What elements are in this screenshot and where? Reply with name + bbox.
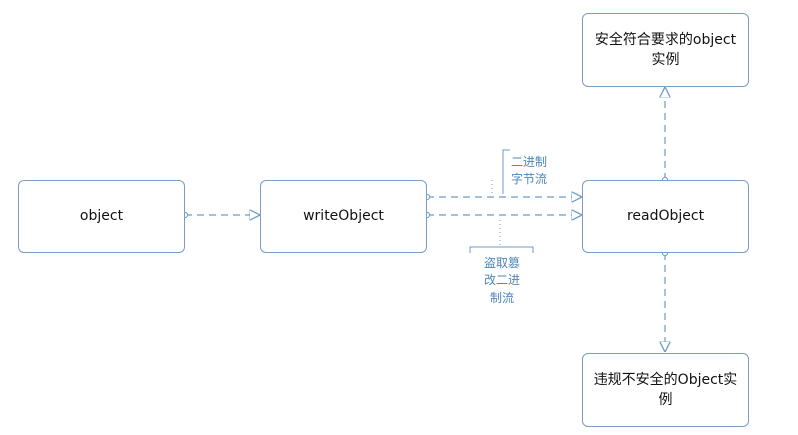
writeobject-node-label: writeObject bbox=[303, 208, 384, 225]
writeobject-node[interactable]: writeObject bbox=[260, 180, 427, 253]
readobject-node[interactable]: readObject bbox=[582, 180, 749, 253]
note-bracket-binary bbox=[491, 149, 510, 196]
safe-instance-node-label: 安全符合要求的object 实例 bbox=[594, 31, 737, 68]
arrow-binary-stream bbox=[423, 194, 581, 199]
arrow-tampered-stream bbox=[423, 212, 581, 217]
arrow-readobject-to-safe bbox=[662, 88, 667, 184]
unsafe-instance-node-label: 违规不安全的Object实 例 bbox=[593, 371, 738, 408]
readobject-node-label: readObject bbox=[626, 208, 705, 225]
note-bracket-tampered bbox=[469, 220, 534, 253]
binary-stream-note: 二进制 字节流 bbox=[510, 155, 547, 187]
object-node-label: object bbox=[79, 208, 124, 225]
unsafe-instance-node[interactable]: 违规不安全的Object实 例 bbox=[582, 353, 749, 427]
arrow-object-to-writeobject bbox=[181, 212, 259, 217]
tampered-stream-note: 盗取篡 改二进 制流 bbox=[483, 256, 520, 305]
object-node[interactable]: object bbox=[18, 180, 185, 253]
arrow-readobject-to-unsafe bbox=[662, 249, 667, 351]
safe-instance-node[interactable]: 安全符合要求的object 实例 bbox=[582, 13, 749, 87]
